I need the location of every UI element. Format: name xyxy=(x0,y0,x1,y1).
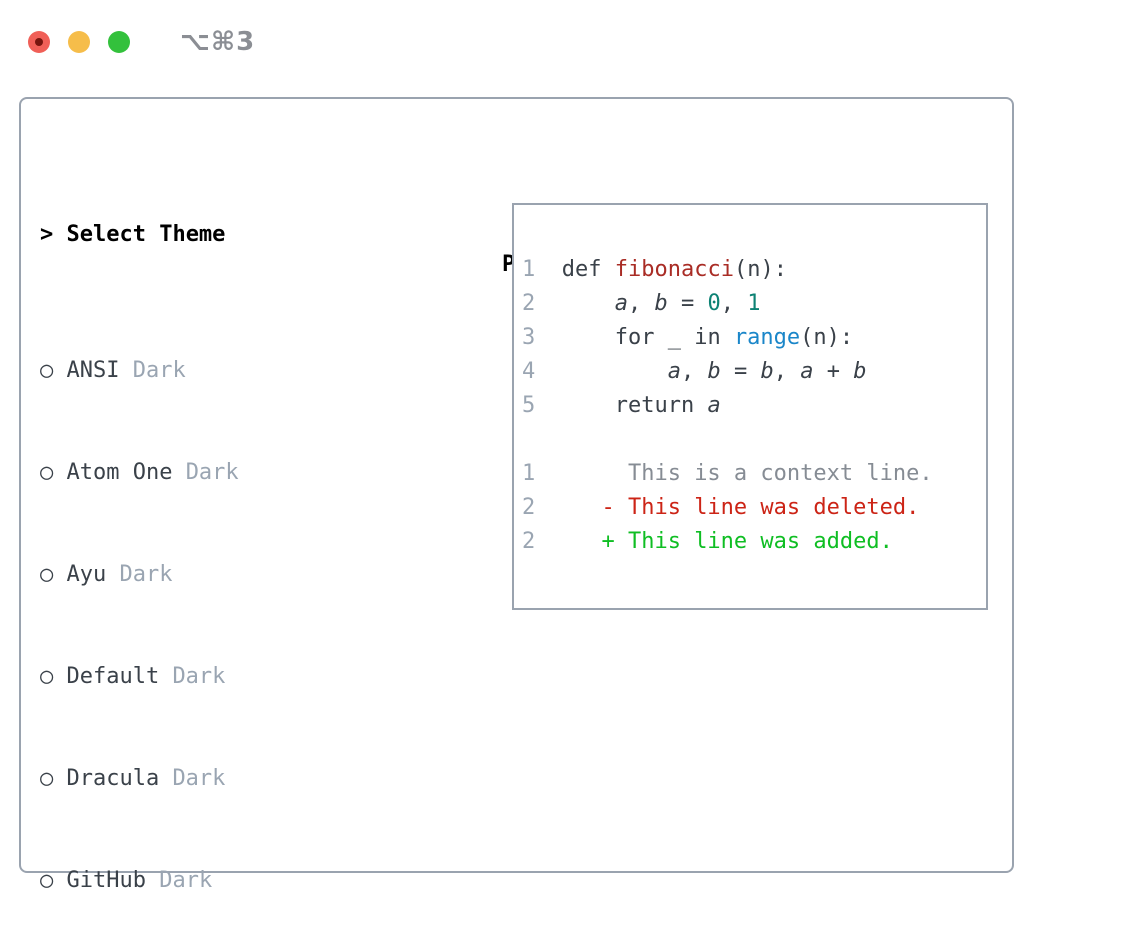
diff-context-text: This is a context line. xyxy=(535,461,933,486)
theme-option[interactable]: ○ Dracula Dark xyxy=(40,762,411,796)
preview-code-box: 1 def fibonacci(n): 2 a, b = 0, 1 3 for … xyxy=(512,203,988,610)
line-number: 1 xyxy=(522,461,536,486)
line-number: 3 xyxy=(522,325,562,350)
code-token: b xyxy=(760,359,774,384)
theme-name: GitHub xyxy=(66,868,146,893)
close-button[interactable] xyxy=(28,31,50,53)
code-token xyxy=(562,291,615,316)
diff-added-text: + This line was added. xyxy=(535,529,893,554)
code-token: , xyxy=(627,291,655,316)
diff-line-added: 2 + This line was added. xyxy=(522,525,986,559)
code-token: b xyxy=(853,359,867,384)
line-number: 2 xyxy=(522,291,562,316)
line-number: 4 xyxy=(522,359,562,384)
theme-variant-badge: Dark xyxy=(119,562,173,587)
code-token: range xyxy=(733,325,801,350)
code-token: a xyxy=(667,359,681,384)
theme-variant-badge: Dark xyxy=(132,358,186,383)
code-token xyxy=(562,359,668,384)
code-token: = xyxy=(720,359,761,384)
radio-icon: ○ xyxy=(40,358,54,383)
prompt-arrow-icon: > xyxy=(40,222,54,247)
gap xyxy=(522,423,986,457)
code-token: , xyxy=(773,359,801,384)
theme-variant-badge: Dark xyxy=(172,664,226,689)
code-token: a xyxy=(614,291,628,316)
line-number: 1 xyxy=(522,257,562,282)
code-line: 5 return a xyxy=(522,389,986,423)
line-number: 2 xyxy=(522,529,536,554)
diff-line-context: 1 This is a context line. xyxy=(522,457,986,491)
theme-variant-badge: Dark xyxy=(159,868,213,893)
code-token: 1 xyxy=(747,291,761,316)
minimize-button[interactable] xyxy=(68,31,90,53)
radio-icon: ○ xyxy=(40,664,54,689)
theme-name: Ayu xyxy=(66,562,107,587)
select-theme-header: > Select Theme xyxy=(40,218,411,252)
theme-name: Dracula xyxy=(66,766,160,791)
theme-variant-badge: Dark xyxy=(172,766,226,791)
code-token: a xyxy=(800,359,814,384)
radio-icon: ○ xyxy=(40,562,54,587)
code-token: + xyxy=(813,359,854,384)
code-token: , xyxy=(720,291,748,316)
code-token: def xyxy=(561,257,615,282)
line-number: 2 xyxy=(522,495,536,520)
code-line: 4 a, b = b, a + b xyxy=(522,355,986,389)
radio-icon: ○ xyxy=(40,868,54,893)
select-theme-title: Select Theme xyxy=(66,222,226,247)
code-token: fibonacci xyxy=(614,257,734,282)
titlebar: ⌥⌘3 xyxy=(28,27,255,57)
theme-option[interactable]: ○ Ayu Dark xyxy=(40,558,411,592)
theme-option[interactable]: ○ GitHub Dark xyxy=(40,864,411,898)
code-token: a xyxy=(707,393,721,418)
theme-variant-badge: Dark xyxy=(185,460,239,485)
zoom-button[interactable] xyxy=(108,31,130,53)
theme-name: Default xyxy=(66,664,160,689)
code-token: (n): xyxy=(800,325,854,350)
line-number: 5 xyxy=(522,393,562,418)
theme-option[interactable]: ○ Default Dark xyxy=(40,660,411,694)
keyboard-shortcut-label: ⌥⌘3 xyxy=(180,27,256,57)
code-token: , xyxy=(680,359,708,384)
radio-icon: ○ xyxy=(40,460,54,485)
code-token: for _ in xyxy=(561,325,734,350)
code-line: 1 def fibonacci(n): xyxy=(522,253,986,287)
diff-line-deleted: 2 - This line was deleted. xyxy=(522,491,986,525)
code-token: b xyxy=(707,359,721,384)
theme-name: ANSI xyxy=(66,358,120,383)
code-token: = xyxy=(667,291,708,316)
code-token: return xyxy=(561,393,708,418)
theme-name: Atom One xyxy=(66,460,173,485)
code-token: 0 xyxy=(707,291,721,316)
code-token: (n): xyxy=(733,257,787,282)
theme-option[interactable]: ○ Atom One Dark xyxy=(40,456,411,490)
diff-deleted-text: - This line was deleted. xyxy=(535,495,920,520)
code-token: b xyxy=(654,291,668,316)
code-line: 2 a, b = 0, 1 xyxy=(522,287,986,321)
theme-option[interactable]: ○ ANSI Dark xyxy=(40,354,411,388)
code-line: 3 for _ in range(n): xyxy=(522,321,986,355)
radio-icon: ○ xyxy=(40,766,54,791)
unsaved-dot-icon xyxy=(35,38,43,46)
